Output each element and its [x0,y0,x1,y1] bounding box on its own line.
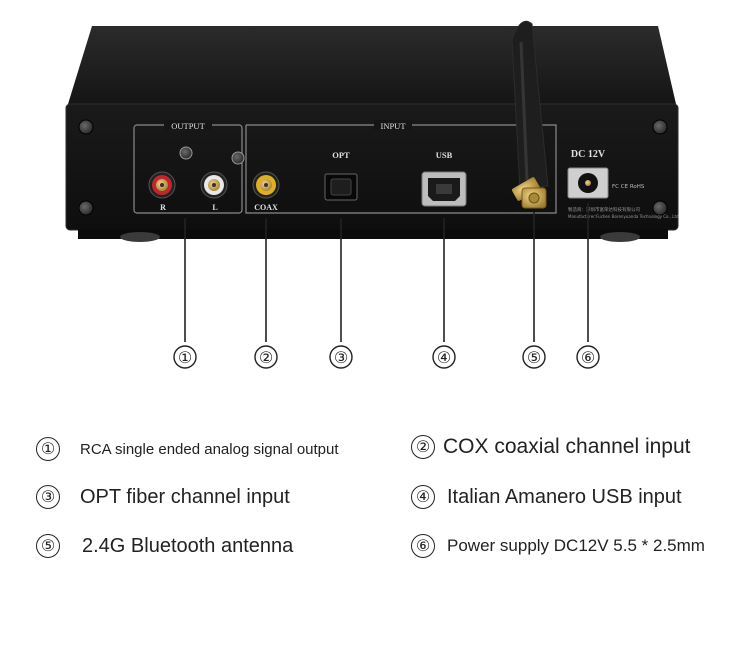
rca-l-label: L [212,203,217,212]
svg-text:①: ① [178,348,192,367]
legend-text: Power supply DC12V 5.5 * 2.5mm [447,536,705,555]
svg-text:⑤: ⑤ [527,348,541,367]
callout-1: ① [173,345,197,369]
legend-text: COX coaxial channel input [443,435,691,458]
coax-jack [252,171,280,199]
optical-jack [324,173,358,201]
rca-r-label: R [160,203,166,212]
manufacturer-line-2: Manufacturer:Fuchen Borenyuanda Technolo… [568,214,679,219]
svg-text:②: ② [259,348,273,367]
legend-text: Italian Amanero USB input [447,485,682,508]
callouts: ① ② ③ ④ ⑤ ⑥ [173,345,600,369]
callout-4: ④ [432,345,456,369]
legend-number: ① [36,437,60,461]
screw-icon [652,119,668,135]
opt-label: OPT [332,150,350,160]
manufacturer-line-1: 製造商：深圳市富荣达科技有限公司 [568,206,640,213]
legend-number: ⑥ [411,534,435,558]
dc-power-section: DC 12V FC CE RoHS 製造商：深圳市富荣达科技有限公司 Manuf… [567,149,679,219]
legend-text: RCA single ended analog signal output [80,440,339,458]
screw-icon [78,200,94,216]
legend-number: ② [411,435,435,459]
screw-icon [652,200,668,216]
legend-text: OPT fiber channel input [80,485,290,508]
screw-icon [78,119,94,135]
callout-6: ⑥ [576,345,600,369]
usb-b-jack [421,171,467,207]
output-label: OUTPUT [171,121,205,131]
legend-number: ⑤ [36,534,60,558]
legend-number: ③ [36,485,60,509]
svg-text:④: ④ [437,348,451,367]
leader-lines [184,203,589,342]
legend-item-2: ② COX coaxial channel input [411,435,690,459]
ground-screw-icon [179,146,193,160]
callout-5: ⑤ [522,345,546,369]
svg-text:⑥: ⑥ [581,348,595,367]
output-section: OUTPUT R L [133,120,245,214]
legend-item-5: ⑤ 2.4G Bluetooth antenna [36,534,293,558]
svg-text:③: ③ [334,348,348,367]
callout-3: ③ [329,345,353,369]
callout-2: ② [254,345,278,369]
cert-marks-icon: FC CE RoHS [612,184,645,190]
input-label: INPUT [380,121,406,131]
input-section: INPUT COAX OPT USB [245,120,557,214]
corner-screws [78,119,668,216]
legend-text: 2.4G Bluetooth antenna [82,534,294,557]
legend-item-3: ③ OPT fiber channel input [36,485,290,509]
coax-label: COAX [254,203,278,212]
rca-right-jack [148,171,176,199]
dc-label: DC 12V [571,149,606,160]
legend-item-4: ④ Italian Amanero USB input [411,485,682,509]
bluetooth-antenna [511,20,549,209]
ground-screw-icon [231,151,245,165]
usb-label: USB [436,150,453,160]
dc-jack [567,167,609,199]
legend-number: ④ [411,485,435,509]
rca-left-jack [200,171,228,199]
legend-item-6: ⑥ Power supply DC12V 5.5 * 2.5mm [411,534,705,558]
legend-item-1: ① RCA single ended analog signal output [36,437,339,461]
